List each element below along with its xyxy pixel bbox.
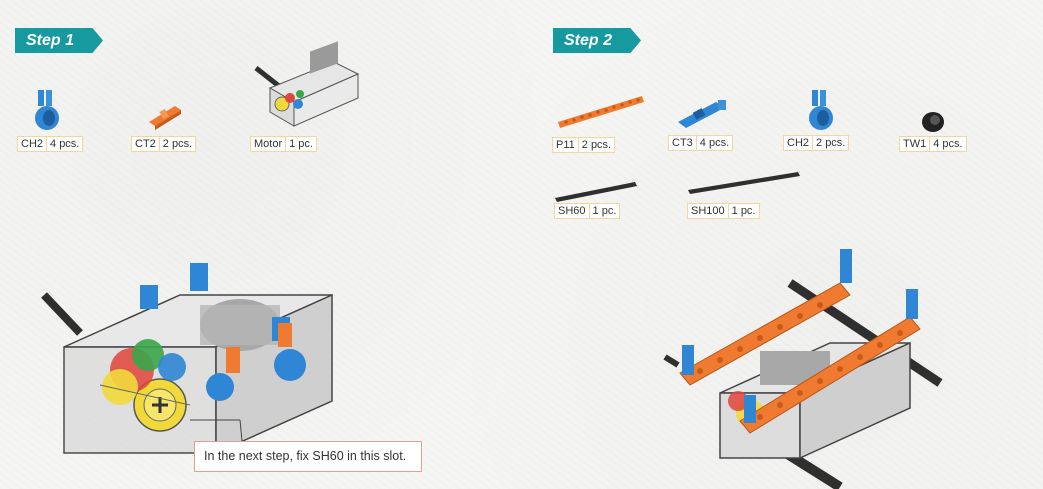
part-qty: 4 pcs.: [699, 137, 730, 149]
part-qty: 2 pcs.: [816, 137, 846, 149]
part-code: CH2: [784, 136, 814, 150]
ch2-connector-image: [809, 90, 833, 130]
part-label-sh60: SH60 1 pc.: [554, 203, 621, 219]
part-label-sh100: SH100 1 pc.: [687, 203, 760, 219]
part-code: CH2: [18, 137, 48, 151]
part-qty: 1 pc.: [592, 205, 617, 217]
tw1-spacer-image: [922, 112, 944, 132]
step-1-assembly-image: [41, 263, 333, 455]
ct3-connector-image: [678, 100, 726, 128]
part-qty: 2 pcs.: [162, 138, 193, 150]
ct2-connector-image: [149, 106, 181, 130]
part-label-tw1: TW1 4 pcs.: [899, 136, 967, 152]
part-code: Motor: [251, 137, 287, 151]
ch2-connector-image: [35, 90, 59, 130]
part-code: CT2: [132, 137, 160, 151]
motor-image: [254, 41, 360, 127]
step-1-title: Step 1: [26, 32, 75, 49]
part-code: TW1: [900, 137, 931, 151]
part-code: P11: [553, 138, 579, 152]
sh100-shaft-image: [688, 172, 800, 194]
part-qty: 1 pc.: [289, 138, 313, 150]
step-1-tag: Step 1: [15, 28, 103, 53]
sh60-shaft-image: [555, 182, 637, 202]
part-qty: 1 pc.: [731, 205, 756, 217]
part-label-ct2: CT2 2 pcs.: [131, 136, 197, 152]
p11-beam-image: [558, 96, 644, 128]
part-label-ct3: CT3 4 pcs.: [668, 135, 734, 151]
part-code: SH100: [688, 204, 729, 218]
step-2-assembly-image: [663, 249, 943, 489]
step-2-tag: Step 2: [553, 28, 641, 53]
part-code: SH60: [555, 204, 590, 218]
part-label-ch2: CH2 4 pcs.: [17, 136, 84, 152]
part-label-ch2-step2: CH2 2 pcs.: [783, 135, 850, 151]
part-qty: 4 pcs.: [50, 138, 80, 150]
part-label-p11: P11 2 pcs.: [552, 137, 616, 153]
part-code: CT3: [669, 136, 697, 150]
part-label-motor: Motor 1 pc.: [250, 136, 317, 152]
step-2-title: Step 2: [564, 32, 613, 49]
step-1-callout: In the next step, fix SH60 in this slot.: [194, 441, 422, 472]
part-qty: 2 pcs.: [581, 139, 612, 151]
part-qty: 4 pcs.: [933, 138, 963, 150]
